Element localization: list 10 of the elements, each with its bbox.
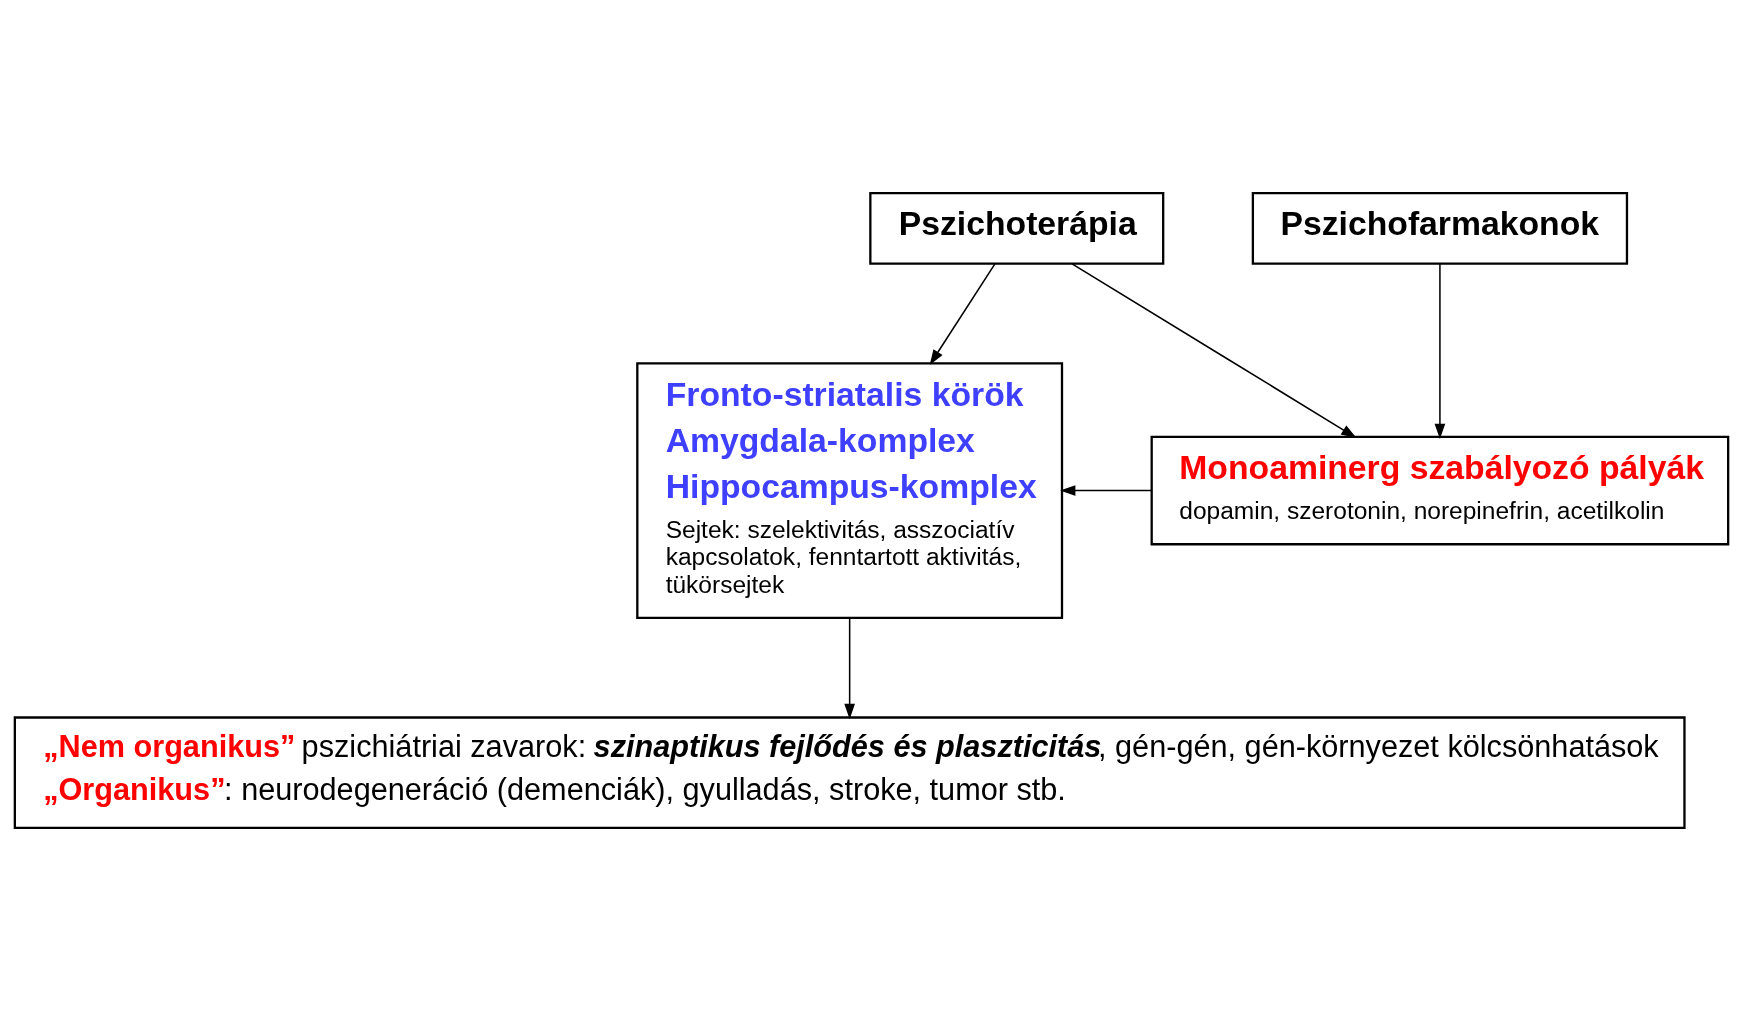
node-box: Fronto-striatalis körök Amygdala-komplex Hippocampus-komplex Sejtek: szelektivitás, asszociatív kapcsolatok, fenntartott aktivitás, tükörsejtek <box>636 361 1064 619</box>
node-box: Pszichoterápia <box>869 191 1165 265</box>
node-box: Monoaminerg szabályozó pályák dopamin, szerotonin, norepinefrin, acetilkolin <box>1150 435 1730 545</box>
arrow <box>844 616 856 719</box>
node-box: „Nem organikus” pszichiátriai zavarok: szinaptikus fejlődés és plaszticitás, gén-gén, gén-környezet kölcsönhatások „Organikus”: neurodegeneráció (demenciák), gyulladás, stroke, tumor stb. <box>13 715 1686 829</box>
arrow <box>1060 484 1153 496</box>
node-box: Pszichofarmakonok <box>1251 191 1629 265</box>
arrow <box>1071 262 1357 438</box>
arrow <box>1434 262 1446 439</box>
arrow <box>929 262 996 365</box>
